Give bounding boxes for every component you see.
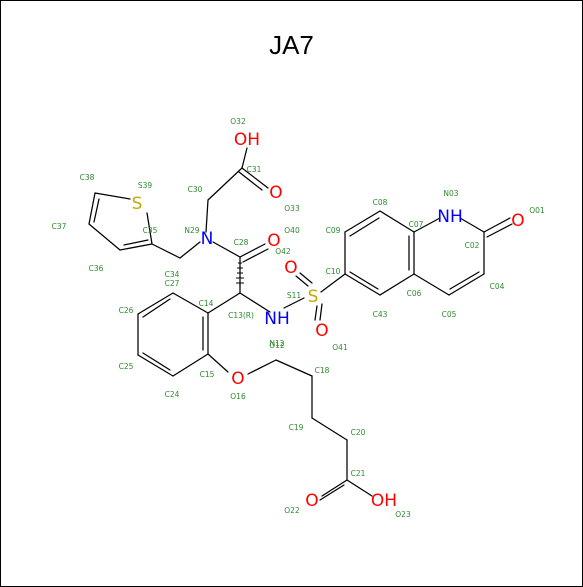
atom-label-S39: S39	[138, 181, 153, 190]
hetero-NH-amide: NH	[264, 309, 290, 329]
atom-label-C43: C43	[373, 310, 388, 319]
hetero-O-16: O	[231, 369, 244, 389]
hetero-O-01: O	[511, 211, 524, 231]
hetero-O-OH-top: OH	[234, 130, 260, 150]
atom-label-C14: C14	[199, 299, 214, 308]
atom-label-C28: C28	[234, 238, 249, 247]
atom-label-O12: O12	[269, 341, 285, 350]
atom-label-C19: C19	[289, 423, 304, 432]
hetero-S-39: S	[132, 194, 143, 214]
atom-label-C36: C36	[89, 264, 104, 273]
atom-label-O41: O41	[332, 343, 348, 352]
atom-label-C08: C08	[373, 198, 388, 207]
hetero-O-sulfonyl-top: O	[284, 258, 297, 278]
atom-label-C07: C07	[409, 220, 424, 229]
hetero-N-29: N	[201, 229, 214, 249]
atom-label-C31: C31	[247, 165, 262, 174]
atom-labels: O32 C31 C30 O33 C38 S39 N29 C28 O40 O42 …	[52, 117, 545, 519]
atom-label-O33: O33	[284, 204, 300, 213]
atom-label-C24: C24	[165, 390, 180, 399]
atom-label-C27: C27	[165, 279, 180, 288]
atom-label-C09: C09	[326, 226, 341, 235]
atom-label-C04: C04	[490, 282, 505, 291]
atom-label-O22: O22	[284, 506, 300, 515]
atom-label-O42: O42	[275, 247, 291, 256]
atom-label-S11: S11	[287, 291, 302, 300]
atom-label-C26: C26	[119, 306, 134, 315]
atom-label-O23: O23	[395, 510, 411, 519]
atom-label-C25: C25	[119, 362, 134, 371]
atom-label-C38: C38	[80, 173, 95, 182]
heteroatom-symbols: OH O N O S S O O NH O NH O O OH	[132, 130, 525, 511]
atom-label-C30: C30	[188, 185, 203, 194]
atom-label-C10: C10	[326, 267, 341, 276]
hetero-NH-03: NH	[437, 207, 463, 227]
atom-label-C18: C18	[315, 366, 330, 375]
atom-label-C20: C20	[351, 428, 366, 437]
atom-label-N12: N12	[269, 339, 284, 348]
atom-label-N03: N03	[443, 189, 458, 198]
atom-label-C13R: C13(R)	[228, 311, 254, 320]
stereo-hash-bond	[236, 262, 244, 284]
atom-label-O32: O32	[230, 117, 246, 126]
hetero-O-sulfonyl-bottom: O	[315, 321, 328, 341]
hetero-S-11: S	[308, 287, 319, 307]
atom-label-C34: C34	[165, 270, 180, 279]
atom-label-O40: O40	[284, 226, 300, 235]
atom-label-C15: C15	[200, 370, 215, 379]
atom-label-C37: C37	[52, 222, 67, 231]
bond-lines	[88, 147, 513, 501]
hetero-O-carbonyl-31: O	[269, 183, 282, 203]
hetero-O-carbonyl-28: O	[267, 231, 280, 251]
atom-label-C06: C06	[407, 289, 422, 298]
atom-label-C21: C21	[351, 469, 366, 478]
molecule-title: JA7	[269, 30, 314, 60]
atom-label-C05: C05	[442, 310, 457, 319]
hetero-OH-23: OH	[371, 491, 397, 511]
atom-label-O16: O16	[230, 392, 246, 401]
atom-label-C35: C35	[143, 226, 158, 235]
atom-label-C02: C02	[465, 241, 480, 250]
atom-label-N29: N29	[184, 226, 199, 235]
hetero-O-22: O	[305, 491, 318, 511]
atom-label-O01: O01	[529, 206, 545, 215]
